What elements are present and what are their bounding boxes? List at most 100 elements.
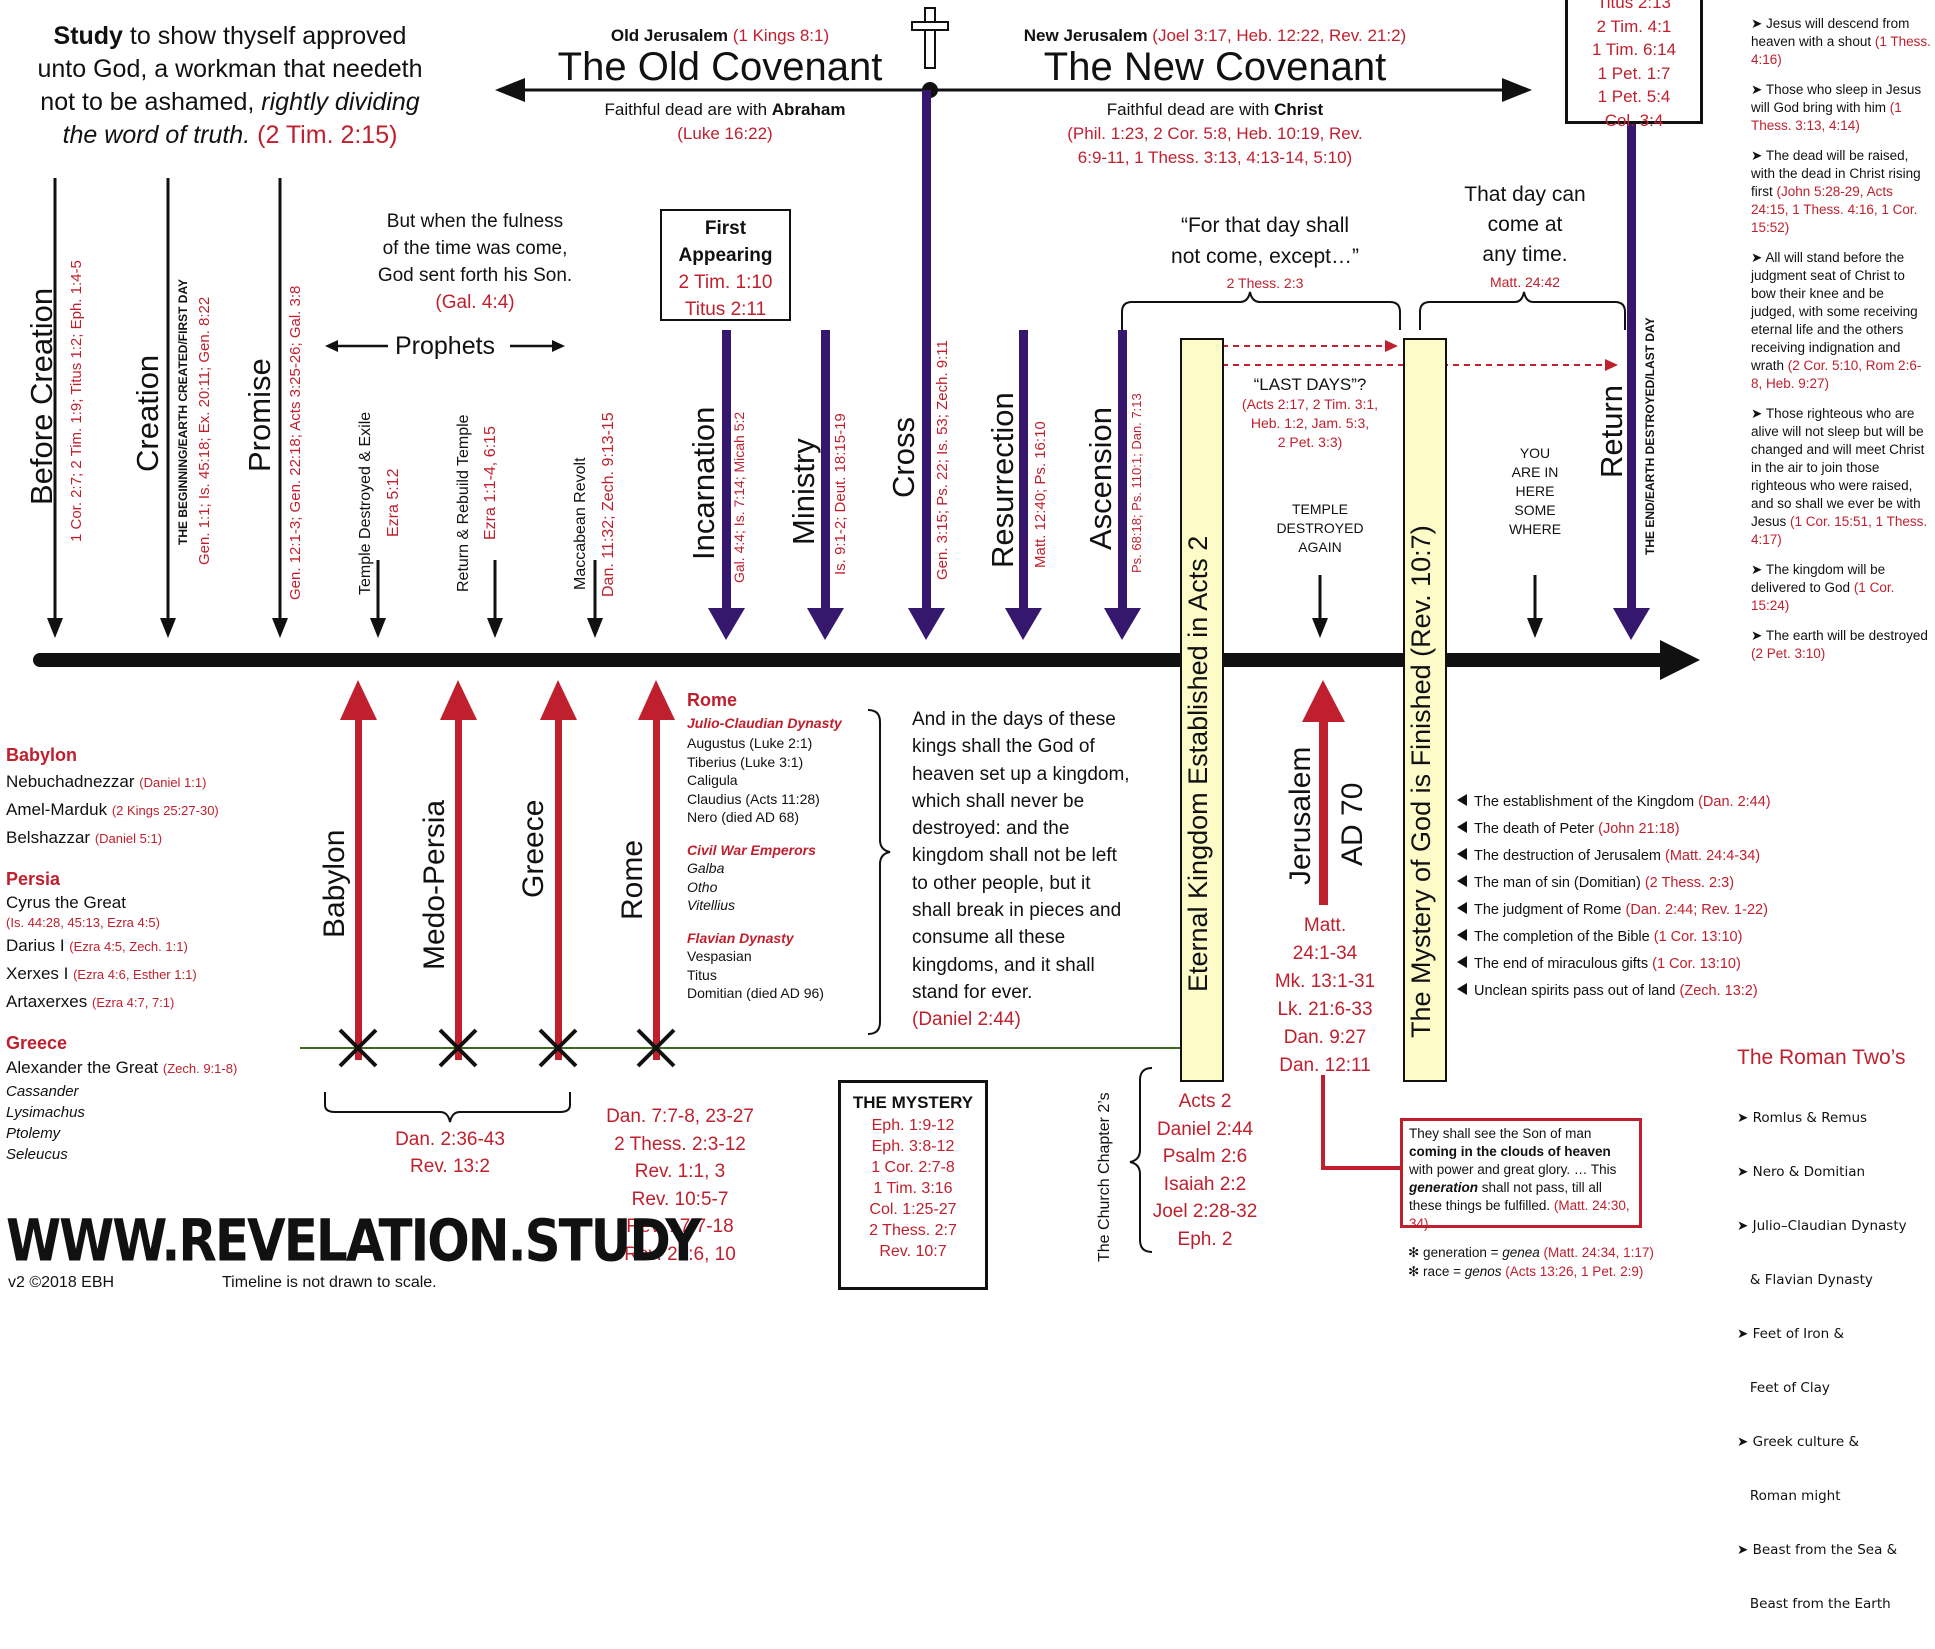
cross-ref: Gen. 3:15; Ps. 22; Is. 53; Zech. 9:11 (934, 340, 951, 580)
fulness-ref: (Gal. 4:4) (435, 292, 515, 313)
new-covenant-sub: Faithful dead are with Christ (Phil. 1:2… (1030, 98, 1400, 170)
daniel-quote-line: kingdom shall not be left (912, 845, 1117, 867)
emperor: Titus (687, 966, 717, 983)
covenant-arrow-left (495, 78, 525, 102)
mystery-finished-label: The Mystery of God is Finished (Rev. 10:… (1406, 525, 1436, 1038)
temple-again-line: AGAIN (1298, 539, 1342, 555)
king-name: Xerxes I (6, 964, 74, 983)
temple-again-line: TEMPLE (1291, 501, 1348, 517)
dashed-arrow-head-2 (1605, 359, 1618, 371)
timeline-graphics (33, 7, 1700, 1253)
eternal-kingdom-label: Eternal Kingdom Established in Acts 2 (1183, 535, 1213, 992)
footnote-italic: genea (1502, 1245, 1540, 1260)
main-timeline-arrow (1660, 640, 1700, 680)
kingdom-label-rome: Rome (616, 839, 649, 920)
son-of-man-text: shall not pass, till all these things be… (1409, 1180, 1602, 1213)
intro-bold: Study (53, 22, 123, 50)
emperor: Galba (687, 860, 725, 876)
return-note-ref: (1 Thess. 3:13, 4:14) (1751, 100, 1902, 133)
maccabean-title: Maccabean Revolt (572, 457, 589, 590)
last-days-ref: 2 Pet. 3:3) (1277, 434, 1343, 450)
king-name: Nebuchadnezzar (6, 772, 140, 791)
dan-ref: Rev. 10:5-7 (631, 1188, 729, 1210)
son-of-man-ref: (Matt. 24:30, 34) (1409, 1198, 1630, 1231)
promise-title: Promise (242, 358, 277, 472)
roman-two-item: ➤ Feet of Iron & (1737, 1326, 1844, 1342)
footnote-text: ✻ generation = (1408, 1245, 1503, 1260)
that-day-quote: “For that day shall not come, except…” 2… (1140, 210, 1390, 294)
king-ref: (Is. 44:28, 45:13, Ezra 4:5) (6, 915, 160, 930)
last-days-note: “LAST DAYS”? (Acts 2:17, 2 Tim. 3:1, Heb… (1220, 375, 1400, 452)
emperor: Nero (died AD 68) (687, 809, 800, 825)
persia-heading: Persia (6, 869, 61, 889)
son-of-man-box: They shall see the Son of man coming in … (1400, 1118, 1642, 1231)
roman-two-item: & Flavian Dynasty (1737, 1272, 1873, 1288)
eternal-kingdom-box (1180, 338, 1224, 1082)
event-ref: (Matt. 24:4-34) (1665, 848, 1761, 864)
any-time-line: any time. (1482, 243, 1568, 266)
kingdom-label-medo-persia: Medo-Persia (418, 799, 451, 970)
dan-ref: Dan. 7:7-8, 23-27 (606, 1106, 754, 1127)
cross-icon (911, 7, 949, 69)
footer-note: Timeline is not drawn to scale. (222, 1274, 437, 1291)
event-ref: (1 Cor. 13:10) (1652, 956, 1741, 972)
ministry-ref: Is. 9:1-2; Deut. 18:15-19 (832, 413, 849, 575)
you-are-here-line: YOU (1519, 445, 1551, 461)
event-bullets (1457, 794, 1467, 995)
church-ch2-label: The Church Chapter 2’s (1096, 1092, 1113, 1262)
rome-heading: Rome (687, 690, 738, 710)
footnote-italic: genos (1464, 1264, 1502, 1279)
fulness-line: God sent forth his Son. (377, 265, 573, 286)
mystery-ref: Eph. 3:8-12 (871, 1138, 955, 1155)
ministry-title: Ministry (786, 438, 821, 545)
you-are-here-line: ARE IN (1511, 464, 1559, 480)
old-covenant-sub: Faithful dead are with Abraham (Luke 16:… (560, 98, 890, 146)
dan-ref: Rev. 17:7-18 (626, 1216, 734, 1237)
jerusalem-ref: 24:1-34 (1292, 943, 1358, 964)
intro-line2: unto God, a workman that needeth (37, 55, 423, 83)
king-ref: (Zech. 9:1-8) (162, 1061, 238, 1076)
creation-title: Creation (130, 354, 165, 472)
return-ref: Titus 2:13 (1596, 0, 1672, 12)
red-kingdom-arrows (340, 680, 1345, 1060)
creation-caps: THE BEGINNING/EARTH CREATED/FIRST DAY (176, 278, 190, 545)
daniel-quote-line: And in the days of these (912, 709, 1116, 730)
footnote-ref: (Acts 13:26, 1 Pet. 2:9) (1501, 1264, 1644, 1279)
old-sub-ref: (Luke 16:22) (677, 124, 773, 143)
cross-title: Cross (886, 417, 921, 498)
mystery-ref: 2 Thess. 2:7 (869, 1222, 957, 1239)
return-notes: ➤ Jesus will descend from heaven with a … (1751, 15, 1931, 663)
civil-heading: Civil War Emperors (687, 841, 816, 858)
successor: Cassander (6, 1083, 79, 1100)
old-jerusalem-ref: (1 Kings 8:1) (728, 26, 830, 45)
return-ref: 1 Pet. 5:4 (1597, 87, 1671, 106)
return-note: ➤ All will stand before the judgment sea… (1751, 250, 1918, 373)
return-refs-box: Titus 2:13 2 Tim. 4:1 1 Tim. 6:14 1 Pet.… (1565, 0, 1703, 130)
return-ref: 1 Pet. 1:7 (1597, 63, 1671, 83)
ascension-ref: Ps. 68:18; Ps. 110:1; Dan. 7:13 (1129, 393, 1144, 573)
event-text: The man of sin (Domitian) (1474, 875, 1645, 891)
event-ref: (John 21:18) (1598, 821, 1680, 837)
return-note-ref: (2 Pet. 3:10) (1751, 646, 1826, 661)
church-ref: Isaiah 2:2 (1163, 1173, 1247, 1195)
event-ref: (1 Cor. 13:10) (1653, 929, 1743, 945)
fulness-quote: But when the fulness of the time was com… (340, 208, 610, 316)
old-sub-bold: Abraham (771, 100, 846, 119)
roman-two-item: Beast from the Earth (1737, 1596, 1891, 1612)
old-covenant-title: The Old Covenant (557, 45, 883, 89)
king-ref: (2 Kings 25:27-30) (111, 803, 219, 818)
daniel-quote-line: stand for ever. (912, 981, 1033, 1003)
return-note-ref: (1 Thess. 4:16) (1751, 34, 1931, 67)
event-text: The death of Peter (1474, 821, 1599, 837)
dan-refs-right: Dan. 7:7-8, 23-27 2 Thess. 2:3-12 Rev. 1… (585, 1103, 775, 1268)
fulness-line: But when the fulness (386, 211, 564, 232)
return-note: ➤ The kingdom will be delivered to God (1751, 562, 1886, 595)
roman-two-item: Roman might (1737, 1488, 1841, 1504)
jerusalem-connector (1321, 1075, 1400, 1170)
dan-bracket (324, 1092, 571, 1123)
daniel-quote-line: kingdoms, and it shall (912, 954, 1095, 976)
prophets-label: Prophets (395, 332, 496, 360)
intro-line1: to show thyself approved (122, 22, 407, 50)
mystery-ref: Col. 1:25-27 (869, 1201, 957, 1218)
king-ref: (Ezra 4:7, 7:1) (91, 995, 175, 1010)
